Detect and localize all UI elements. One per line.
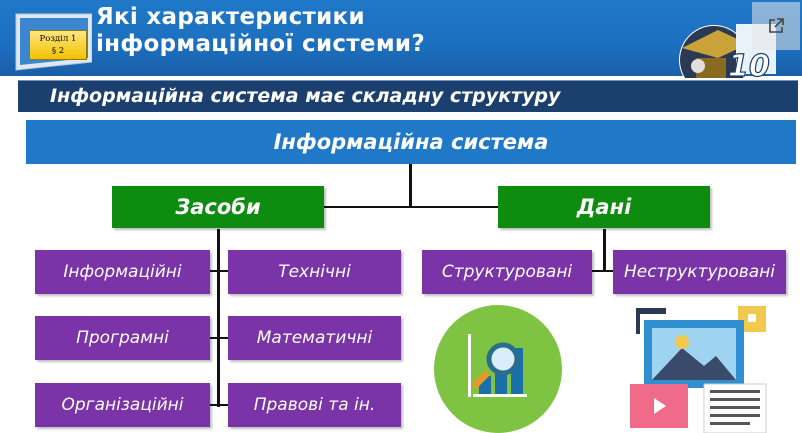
- connector-data-row: [580, 270, 614, 272]
- title-line-1: Які характеристики: [96, 4, 365, 30]
- open-external-icon: [769, 18, 784, 33]
- media-gallery-icon: [630, 306, 767, 433]
- analytics-chart-icon: [434, 305, 562, 433]
- slide-header: [0, 0, 802, 76]
- means-item: Організаційні: [35, 383, 210, 427]
- branch-means: Засоби: [112, 186, 324, 228]
- slide-subtitle: Інформаційна система має складну структу…: [50, 85, 561, 107]
- means-item: Правові та ін.: [228, 383, 401, 427]
- root-node: Інформаційна система: [26, 120, 796, 164]
- badge-paragraph: § 2: [51, 46, 65, 56]
- connector-means: [217, 229, 220, 407]
- grade-number: 10: [728, 49, 770, 78]
- connector-means-row3: [210, 404, 228, 406]
- data-item: Структуровані: [422, 250, 592, 294]
- subtitle-bar: [18, 80, 798, 112]
- means-item: Інформаційні: [35, 250, 210, 294]
- connector-branch: [322, 206, 502, 208]
- section-badge: Розділ 1 § 2: [29, 30, 87, 60]
- connector-means-row1: [210, 270, 228, 272]
- branch-data: Дані: [498, 186, 710, 228]
- page-title: Які характеристики інформаційної системи…: [96, 4, 696, 58]
- data-item: Неструктуровані: [613, 250, 786, 294]
- means-item: Технічні: [228, 250, 401, 294]
- open-external-button[interactable]: [752, 2, 800, 50]
- badge-section: Розділ 1: [39, 34, 77, 44]
- means-item: Програмні: [35, 316, 210, 360]
- connector-means-row2: [210, 337, 228, 339]
- connector-data: [603, 229, 606, 272]
- title-line-2: інформаційної системи?: [96, 31, 425, 57]
- play-icon: [654, 398, 666, 414]
- means-item: Математичні: [228, 316, 401, 360]
- connector-root: [409, 164, 412, 208]
